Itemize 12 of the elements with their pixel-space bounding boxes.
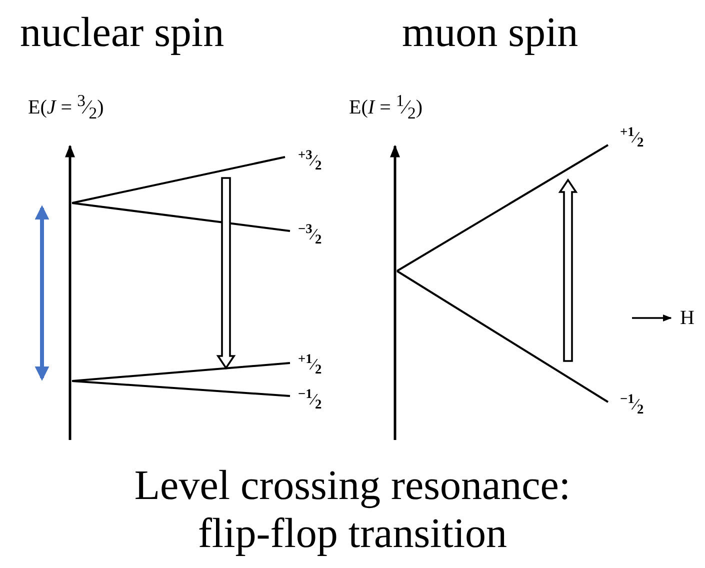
level-label: $^{−1}$⁄$_{2}$ bbox=[620, 392, 644, 416]
level-label: $^{+3}$⁄$_{2}$ bbox=[298, 148, 322, 172]
level-label: $^{−3}$⁄$_{2}$ bbox=[298, 222, 322, 246]
axis-label: E(J = $^{3}$⁄$_{2}$) bbox=[28, 93, 104, 122]
title: nuclear spin bbox=[20, 12, 224, 54]
axis-label: H bbox=[680, 308, 694, 328]
level-label: $^{+1}$⁄$_{2}$ bbox=[620, 125, 644, 149]
level-label: $^{+1}$⁄$_{2}$ bbox=[298, 352, 322, 376]
level-label: $^{−1}$⁄$_{2}$ bbox=[298, 387, 322, 411]
axis-label: E(I = $^{1}$⁄$_{2}$) bbox=[349, 93, 423, 122]
title: muon spin bbox=[402, 12, 578, 54]
caption: Level crossing resonance: flip-flop transition bbox=[133, 462, 572, 559]
